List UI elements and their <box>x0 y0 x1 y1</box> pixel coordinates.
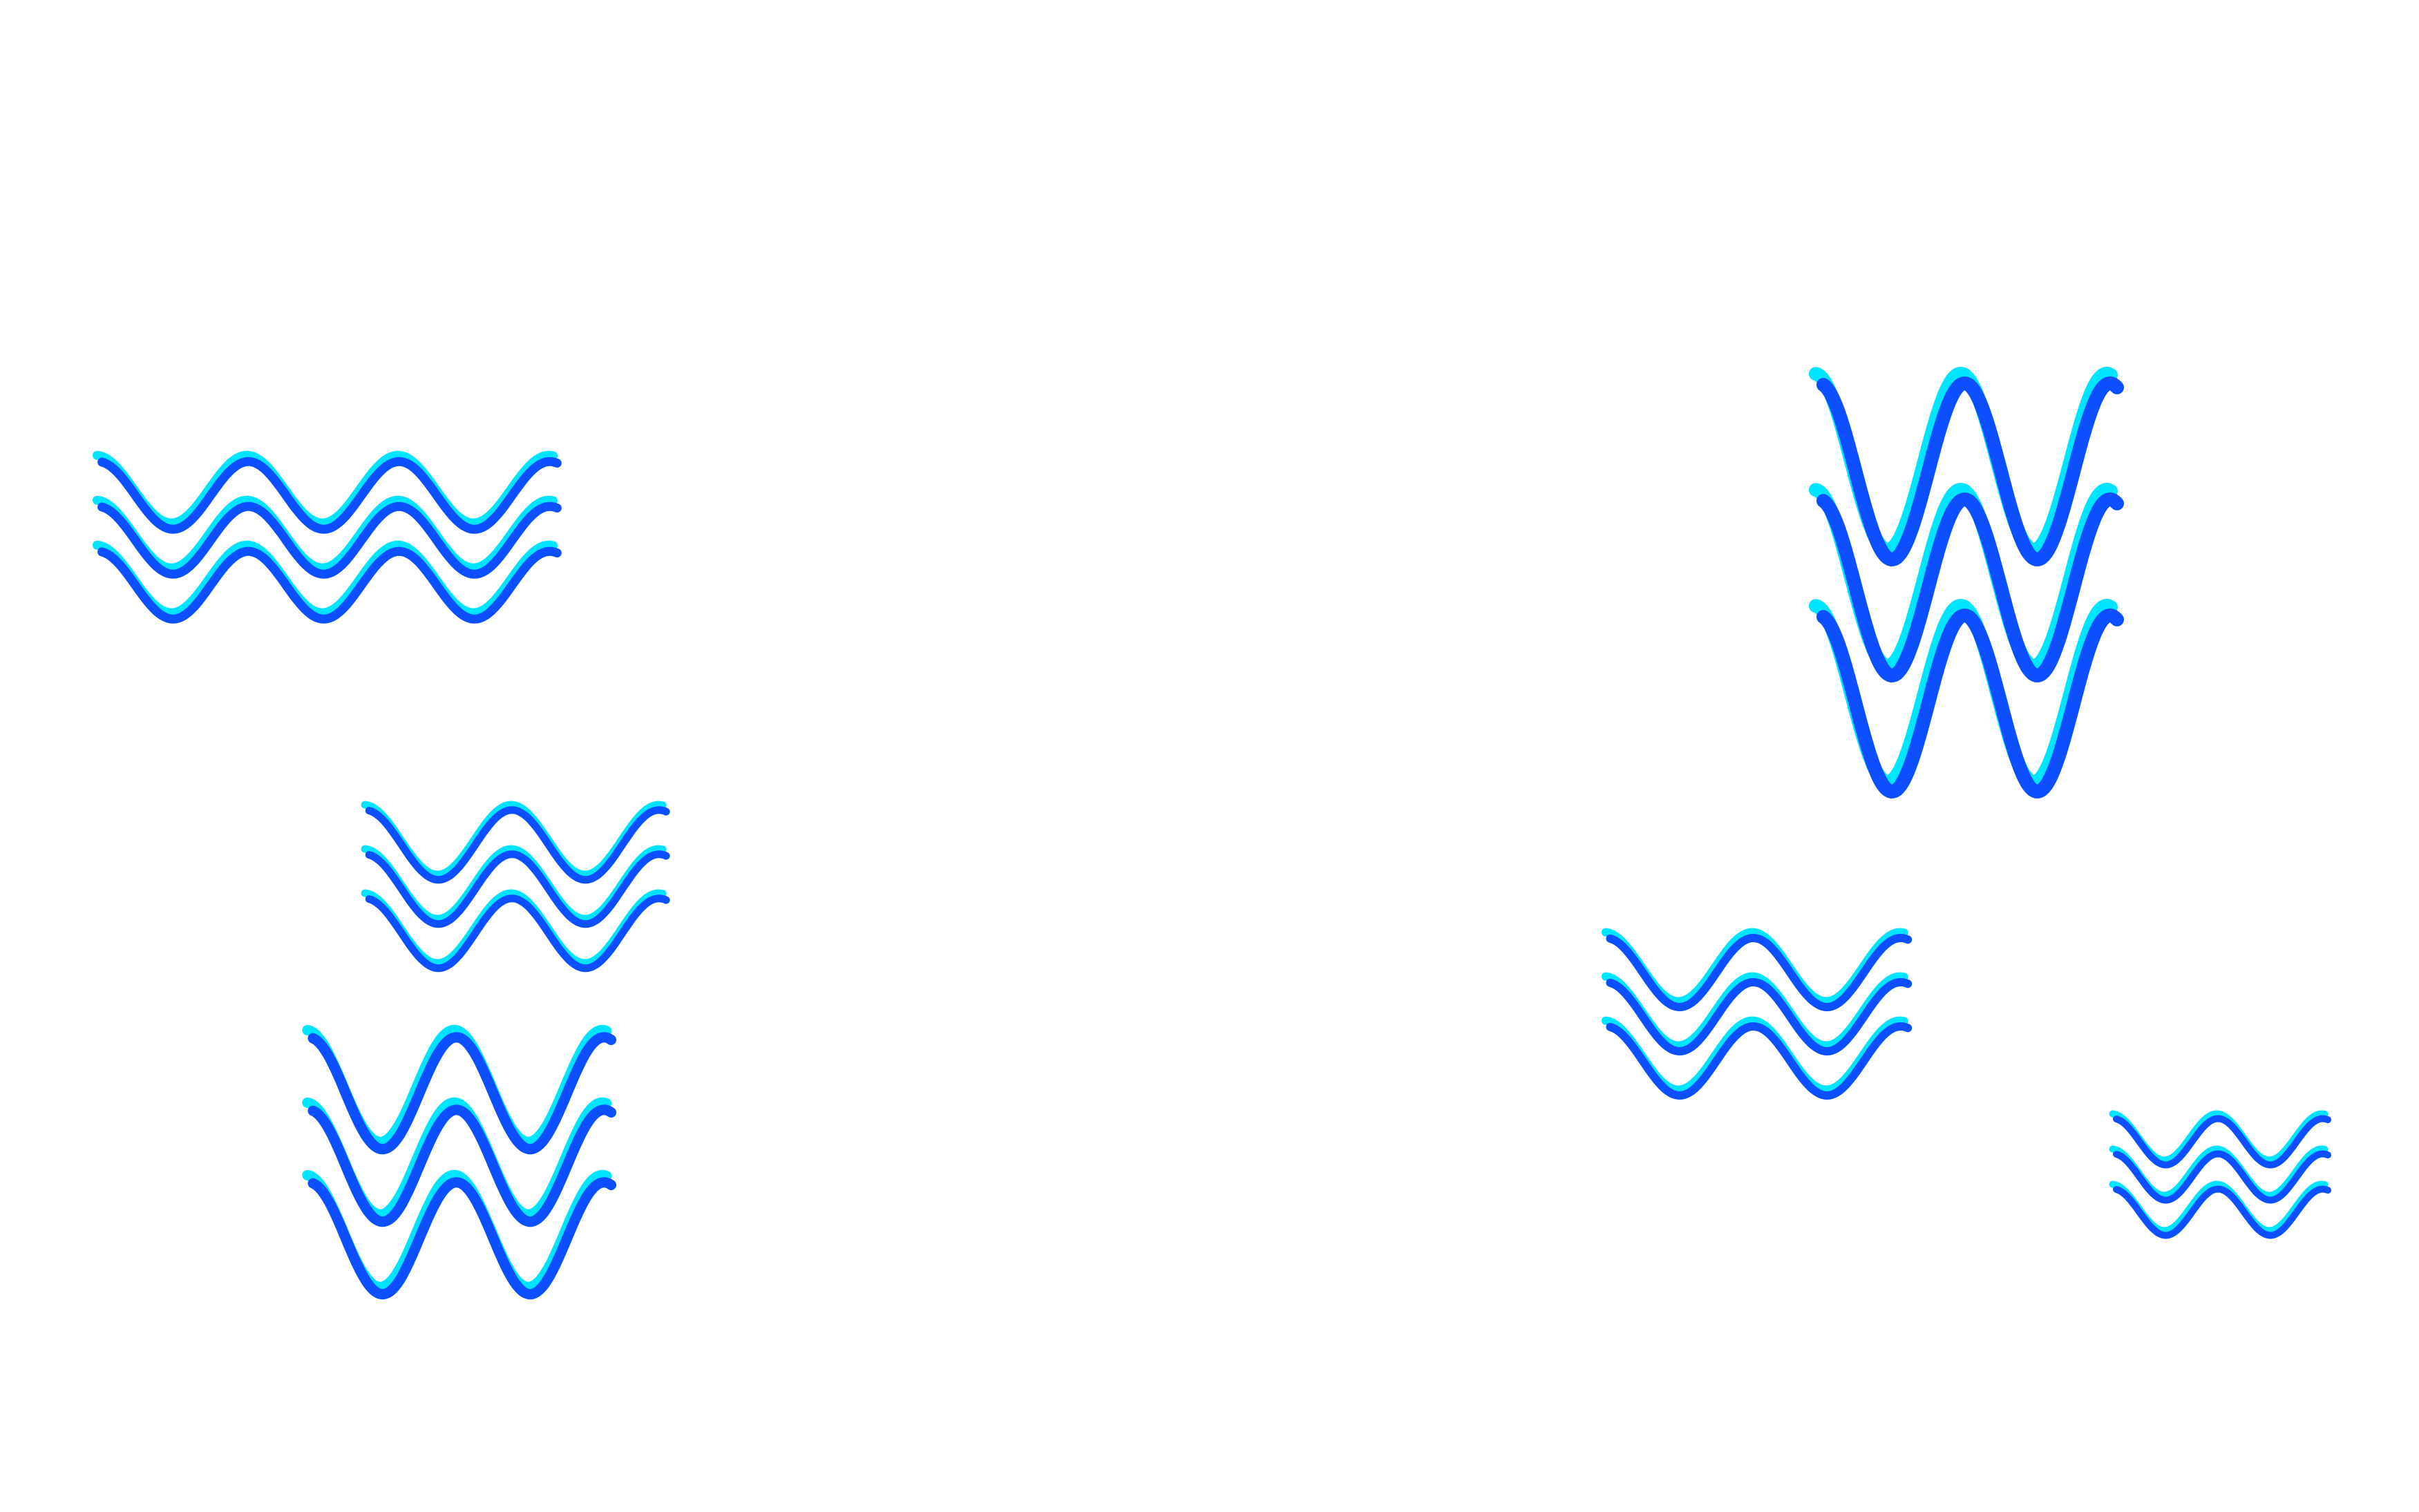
water-waves-icon <box>1601 928 1913 1100</box>
wave-cluster-top-left <box>92 450 562 624</box>
wave-cluster-bottom-right <box>2109 1110 2331 1239</box>
wave-line <box>365 806 670 884</box>
wave-line <box>2113 1115 2331 1169</box>
wave-line <box>1816 608 2124 799</box>
wave-line <box>2113 1150 2331 1204</box>
wave-line <box>1606 1022 1913 1100</box>
wave-line <box>307 1032 616 1155</box>
wave-line <box>1816 376 2124 567</box>
wave-line <box>307 1104 616 1227</box>
wave-line <box>365 894 670 973</box>
wave-line <box>97 501 562 579</box>
wave-line <box>97 546 562 624</box>
wave-cluster-mid-right <box>1601 928 1913 1100</box>
wave-highlight-stroke <box>92 540 558 618</box>
wave-line <box>97 457 562 534</box>
wave-highlight-stroke <box>92 495 558 573</box>
wave-line <box>1816 492 2124 683</box>
wave-line <box>1606 933 1913 1012</box>
wave-highlight-stroke <box>1601 928 1908 1006</box>
water-waves-icon <box>2109 1110 2331 1239</box>
water-waves-icon <box>302 1024 616 1300</box>
wave-cluster-top-right <box>1809 366 2124 799</box>
wave-line <box>2113 1185 2331 1239</box>
wave-cluster-mid-left <box>361 801 670 973</box>
wave-line <box>1606 977 1913 1056</box>
water-waves-icon <box>92 450 562 624</box>
wave-line <box>307 1177 616 1300</box>
water-waves-icon <box>361 801 670 973</box>
wave-cluster-bottom-left <box>302 1024 616 1300</box>
wave-highlight-stroke <box>302 1024 612 1147</box>
wave-line <box>365 850 670 928</box>
water-waves-icon <box>1809 366 2124 799</box>
wave-highlight-stroke <box>92 450 558 528</box>
wave-highlight-stroke <box>361 801 667 879</box>
